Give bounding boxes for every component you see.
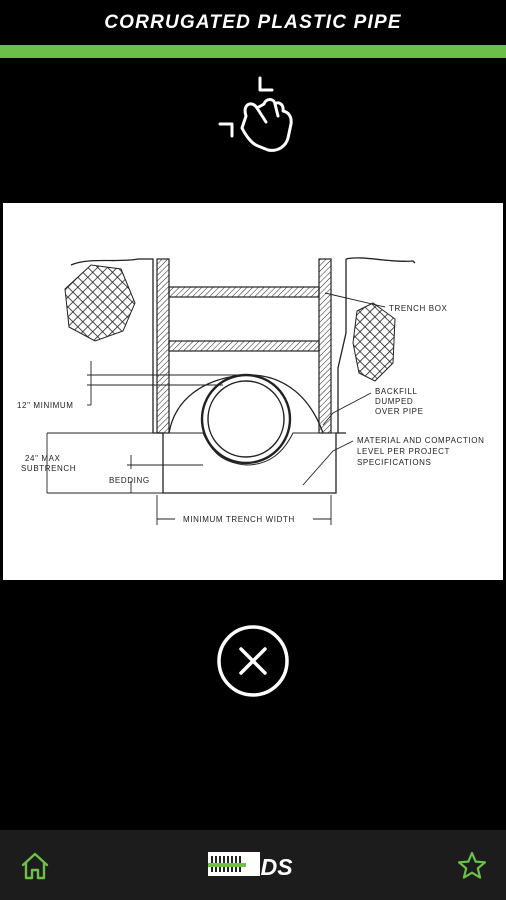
page-title: CORRUGATED PLASTIC PIPE — [104, 11, 402, 33]
accent-bar — [0, 45, 506, 58]
app-header: CORRUGATED PLASTIC PIPE — [0, 0, 506, 45]
label-24-max: 24" MAX — [25, 454, 61, 463]
label-bedding: BEDDING — [109, 476, 150, 485]
home-button[interactable] — [19, 850, 51, 882]
close-icon — [217, 625, 289, 697]
label-backfill-line3: OVER PIPE — [375, 407, 424, 416]
close-button[interactable] — [216, 624, 290, 698]
star-icon — [457, 851, 487, 879]
label-subtrench: SUBTRENCH — [21, 464, 76, 473]
trench-strut-bottom — [168, 340, 320, 352]
favorite-button[interactable] — [456, 850, 488, 882]
label-12-minimum: 12" MINIMUM — [17, 401, 74, 410]
ads-logo: ADS — [206, 849, 302, 881]
trench-diagram: TRENCH BOX BACKFILL DUMPED OVER PIPE 12"… — [3, 203, 503, 580]
label-material-line2: LEVEL PER PROJECT — [357, 447, 450, 456]
ground-left — [70, 258, 154, 433]
subtrench-outline — [153, 432, 346, 494]
logo-text: ADS — [243, 854, 293, 880]
trench-strut-top — [168, 286, 320, 298]
pinch-zoom-icon — [212, 74, 296, 158]
pipe — [200, 373, 292, 465]
soil-hatch-left — [64, 264, 136, 342]
label-minimum-trench-width: MINIMUM TRENCH WIDTH — [183, 515, 295, 524]
label-material-line3: SPECIFICATIONS — [357, 458, 431, 467]
label-trench-box: TRENCH BOX — [389, 304, 448, 313]
home-icon — [21, 852, 49, 880]
trench-wall-left — [156, 258, 170, 434]
label-material-line1: MATERIAL AND COMPACTION — [357, 436, 484, 445]
label-backfill-line1: BACKFILL — [375, 387, 418, 396]
soil-hatch-right — [352, 302, 396, 382]
trench-wall-right — [318, 258, 332, 434]
label-backfill-line2: DUMPED — [375, 397, 413, 406]
